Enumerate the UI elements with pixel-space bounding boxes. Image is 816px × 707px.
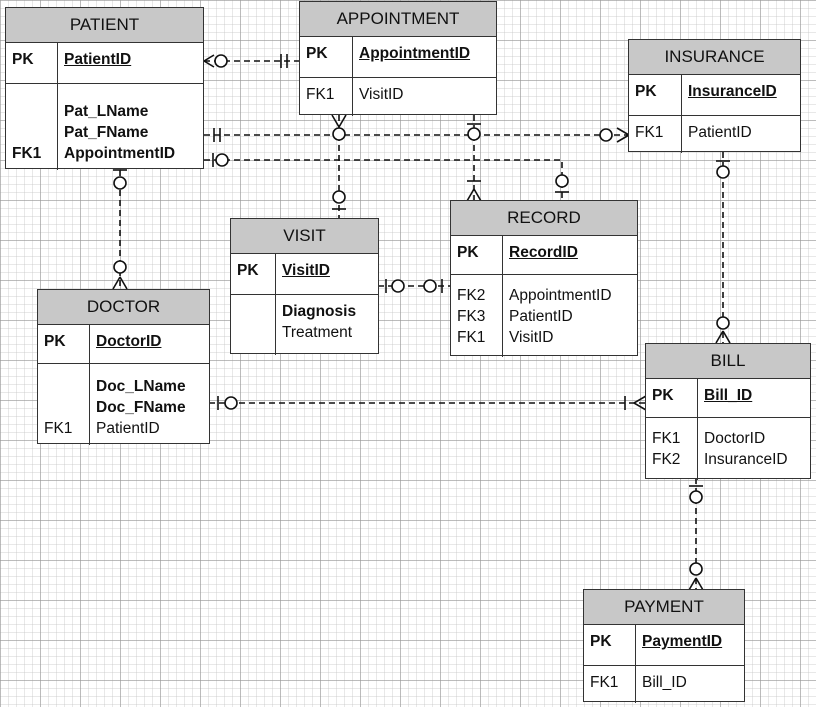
foreign-key-field: Bill_ID <box>642 674 687 691</box>
fk-label: FK1 <box>300 78 353 116</box>
entity-title: BILL <box>646 344 810 379</box>
rel-appointment-visit <box>331 114 347 218</box>
entity-title: RECORD <box>451 201 637 236</box>
pk-label: PK <box>646 379 698 417</box>
record-entity[interactable]: RECORD PK RecordID FK2 FK3 FK1 Appointme… <box>450 200 638 357</box>
fk-label: FK1 <box>629 116 682 153</box>
rel-patient-doctor <box>112 160 128 290</box>
primary-key-field: PaymentID <box>642 633 723 650</box>
foreign-key-field: PatientID <box>96 420 160 437</box>
attribute-field: Pat_FName <box>64 124 149 141</box>
visit-entity[interactable]: VISIT PK VisitID Diagnosis Treatment <box>230 218 379 355</box>
foreign-key-field: PatientID <box>509 307 573 325</box>
foreign-key-field: AppointmentID <box>64 145 176 162</box>
rel-patient-record <box>204 153 569 201</box>
entity-title: VISIT <box>231 219 378 254</box>
rel-bill-payment <box>688 478 704 591</box>
primary-key-field: AppointmentID <box>359 45 471 62</box>
entity-title: PATIENT <box>6 8 203 43</box>
primary-key-field: DoctorID <box>96 333 162 350</box>
entity-title: INSURANCE <box>629 40 800 75</box>
pk-label: PK <box>38 325 90 363</box>
entity-title: DOCTOR <box>38 290 209 325</box>
attribute-field: Doc_FName <box>96 399 186 416</box>
fk-label: FK1 <box>12 145 42 162</box>
rel-patient-insurance <box>204 127 630 143</box>
foreign-key-field: AppointmentID <box>509 286 612 304</box>
payment-entity[interactable]: PAYMENT PK PaymentID FK1 Bill_ID <box>583 589 745 703</box>
fk-label: FK1 <box>457 328 486 346</box>
foreign-key-field: DoctorID <box>704 430 766 447</box>
entity-title: PAYMENT <box>584 590 744 625</box>
pk-label: PK <box>231 254 276 294</box>
rel-visit-record <box>378 279 451 293</box>
attribute-field: Pat_LName <box>64 103 149 120</box>
attribute-field: Diagnosis <box>282 303 357 320</box>
pk-label: PK <box>6 43 58 83</box>
insurance-entity[interactable]: INSURANCE PK InsuranceID FK1 PatientID <box>628 39 801 153</box>
primary-key-field: Bill_ID <box>704 387 753 404</box>
pk-label: PK <box>629 75 682 115</box>
primary-key-field: InsuranceID <box>688 83 777 100</box>
foreign-key-field: InsuranceID <box>704 451 788 468</box>
entity-title: APPOINTMENT <box>300 2 496 37</box>
rel-appointment-record <box>466 115 482 202</box>
fk-label: FK1 <box>652 430 681 447</box>
primary-key-field: PatientID <box>64 51 132 68</box>
patient-entity[interactable]: PATIENT PK PatientID FK1 Pat_LName Pat_F… <box>5 7 204 170</box>
foreign-key-field: VisitID <box>359 86 404 103</box>
fk-label: FK2 <box>652 451 681 468</box>
pk-label: PK <box>300 37 353 77</box>
pk-label: PK <box>584 625 636 665</box>
rel-insurance-bill <box>715 152 731 344</box>
rel-patient-appointment <box>203 54 300 68</box>
attribute-field: Doc_LName <box>96 378 186 395</box>
appointment-entity[interactable]: APPOINTMENT PK AppointmentID FK1 VisitID <box>299 1 497 116</box>
primary-key-field: RecordID <box>509 244 578 261</box>
foreign-key-field: VisitID <box>509 328 554 346</box>
rel-doctor-bill <box>209 395 647 411</box>
doctor-entity[interactable]: DOCTOR PK DoctorID FK1 Doc_LName Doc_FNa… <box>37 289 210 445</box>
fk-label: FK2 <box>457 286 486 304</box>
attribute-field: Treatment <box>282 324 353 341</box>
fk-label: FK1 <box>44 420 73 437</box>
primary-key-field: VisitID <box>282 262 330 279</box>
fk-label: FK3 <box>457 307 486 325</box>
foreign-key-field: PatientID <box>688 124 752 141</box>
bill-entity[interactable]: BILL PK Bill_ID FK1 FK2 DoctorID Insuran… <box>645 343 811 480</box>
fk-label: FK1 <box>584 666 636 703</box>
pk-label: PK <box>451 236 503 274</box>
